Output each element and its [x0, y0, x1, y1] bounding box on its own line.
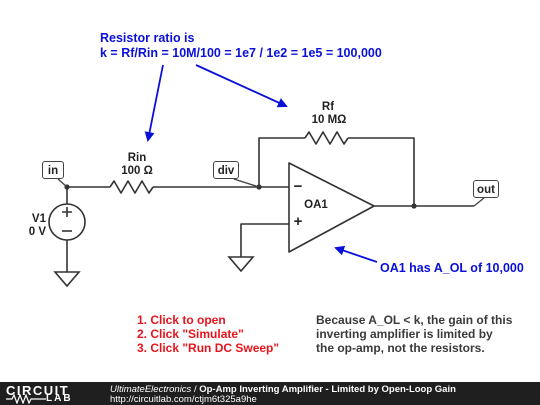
logo-text-bottom: LAB	[46, 393, 73, 404]
v1-source	[48, 203, 86, 241]
rin-value: 100 Ω	[121, 165, 153, 177]
footer-author[interactable]: UltimateElectronics	[110, 384, 192, 395]
step-1: 1. Click to open	[137, 313, 226, 327]
step-3: 3. Click "Run DC Sweep"	[137, 341, 280, 355]
ground-icon-source	[53, 271, 81, 288]
rf-resistor	[304, 131, 349, 145]
logo-text-top: CIRCUIT	[6, 383, 70, 398]
wire-plus-ground	[240, 223, 289, 257]
arrow-to-rin	[144, 64, 164, 142]
logo-waveform-icon	[6, 394, 46, 404]
opamp-gain-note: OA1 has A_OL of 10,000	[380, 261, 524, 275]
node-tag-in[interactable]: in	[42, 161, 64, 179]
arrow-to-rf	[195, 64, 288, 108]
footer-bar: CIRCUIT LAB UltimateElectronics / Op-Amp…	[0, 382, 540, 405]
out-tag-leader	[473, 197, 485, 207]
div-tag-leader	[233, 178, 260, 188]
rin-resistor	[109, 180, 154, 194]
explanation-line-1: Because A_OL < k, the gain of this	[316, 313, 513, 327]
circuitlab-logo[interactable]: CIRCUIT LAB	[6, 382, 102, 405]
arrow-to-opamp	[334, 245, 378, 263]
opamp-name: OA1	[304, 199, 328, 211]
node-tag-div[interactable]: div	[213, 161, 239, 179]
step-2: 2. Click "Simulate"	[137, 327, 244, 341]
footer-url[interactable]: http://circuitlab.com/ctjm6t325a9he	[110, 394, 257, 405]
explanation-line-2: inverting amplifier is limited by	[316, 327, 493, 341]
in-tag-leader	[57, 178, 68, 188]
node-tag-out[interactable]: out	[473, 180, 499, 198]
footer-title-line: UltimateElectronics / Op-Amp Inverting A…	[110, 384, 456, 395]
opamp-minus-sign: −	[293, 178, 303, 195]
opamp-plus-sign: +	[293, 213, 303, 230]
explanation-line-3: the op-amp, not the resistors.	[316, 341, 485, 355]
wire-feedback-left	[258, 137, 305, 187]
ratio-note-title: Resistor ratio is	[100, 31, 195, 45]
ground-icon-opamp	[227, 256, 255, 273]
rin-name: Rin	[127, 152, 147, 164]
rf-value: 10 MΩ	[311, 114, 347, 126]
v1-value: 0 V	[28, 226, 46, 238]
opamp-body	[288, 162, 375, 253]
ratio-note-formula: k = Rf/Rin = 10M/100 = 1e7 / 1e2 = 1e5 =…	[100, 46, 382, 60]
v1-name: V1	[31, 213, 46, 225]
junction-out	[411, 203, 417, 209]
footer-circuit-title[interactable]: Op-Amp Inverting Amplifier - Limited by …	[199, 384, 456, 395]
wire-feedback-right	[348, 137, 415, 206]
rf-name: Rf	[321, 101, 335, 113]
footer-separator: /	[191, 384, 200, 395]
schematic-canvas	[48, 64, 485, 288]
